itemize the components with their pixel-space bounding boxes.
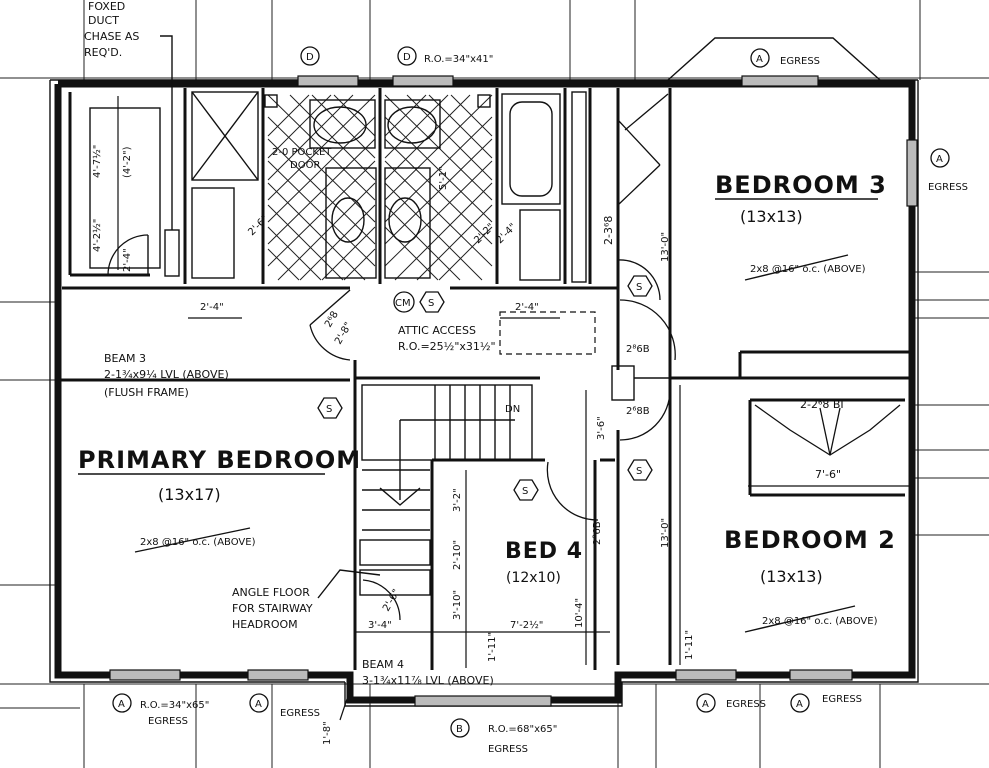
note-beam4-1: BEAM 4 (362, 658, 404, 671)
dim-3-4: 3'-4" (368, 620, 392, 631)
dim-10-4: 10'-4" (574, 598, 585, 628)
bedroom3-closet (571, 91, 669, 301)
dim-3-10: 3'-10" (452, 590, 463, 620)
room-name-bed2: BEDROOM 2 (724, 526, 896, 554)
window-ro-a: R.O.=34"x65" (140, 700, 209, 711)
door-label-2: 2⁸6B (626, 344, 650, 355)
dim-2-4a: 2'-4" (122, 248, 133, 272)
note-angle-2: FOR STAIRWAY (232, 602, 313, 615)
room-name-primary: PRIMARY BEDROOM (78, 446, 361, 474)
dim-2-4b: 2'-4" (200, 302, 224, 313)
note-angle-1: ANGLE FLOOR (232, 586, 310, 599)
closet-label-b3: 2-3⁶8 (602, 216, 615, 245)
chase-closet (89, 107, 180, 277)
dim-2-4c: 2'-4" (515, 302, 539, 313)
smoke-s1: S (326, 404, 332, 415)
window-tag-a-bm: A (255, 699, 262, 710)
note-chase-1: FOXED (88, 0, 125, 13)
joist-bed2: 2x8 @16" o.c. (ABOVE) (762, 616, 878, 627)
smoke-s2: S (428, 298, 434, 309)
dim-5-1: 5'-1" (438, 166, 449, 190)
note-beam3-2: 2-1¾x9¼ LVL (ABOVE) (104, 368, 229, 381)
dim-2-10: 2'-10" (452, 540, 463, 570)
window-tag-a-right: A (936, 154, 943, 165)
joist-bed3: 2x8 @16" o.c. (ABOVE) (750, 264, 866, 275)
note-attic-2: R.O.=25½"x31½" (398, 340, 496, 353)
room-size-bed2: (13x13) (760, 567, 823, 586)
room-size-bed4: (12x10) (506, 570, 561, 586)
door-label-1: 2⁶8 (323, 310, 341, 330)
dim-3-2: 3'-2" (452, 488, 463, 512)
note-beam3-1: BEAM 3 (104, 352, 146, 365)
window-tag-b: B (456, 724, 463, 735)
note-attic-1: ATTIC ACCESS (398, 324, 476, 337)
window-tag-d2: D (403, 52, 411, 63)
room-name-bed3: BEDROOM 3 (715, 171, 887, 199)
stairs (359, 384, 533, 596)
smoke-s5: S (636, 466, 642, 477)
bath-left (191, 91, 377, 281)
dim-4-7: 4'-7½" (91, 145, 103, 178)
room-size-bed3: (13x13) (740, 207, 803, 226)
egress-label-bl: EGRESS (148, 716, 188, 727)
dim-4-2: 4'-2½" (91, 219, 103, 252)
dim-1-8: 1'-8" (322, 721, 333, 745)
note-pocket-2: DOOR (290, 160, 320, 171)
note-chase-2: DUCT (88, 14, 119, 27)
window-ro-d: R.O.=34"x41" (424, 54, 493, 65)
attic-access (499, 311, 596, 355)
bedroom2-closet (754, 404, 901, 456)
dim-2-8: 2'-8" (333, 320, 354, 346)
closet-label-b2: 2-2⁶8 BI (800, 398, 844, 411)
bath-right (384, 93, 561, 281)
window-ro-b: R.O.=68"x65" (488, 724, 557, 735)
smoke-s3: S (522, 486, 528, 497)
dim-2-2: 2'-2" (472, 222, 497, 247)
note-angle-3: HEADROOM (232, 618, 298, 631)
note-beam4-2: 3-1¾x11⅞ LVL (ABOVE) (362, 674, 494, 687)
dim-1-11b: 1'-11" (684, 630, 695, 660)
egress-label-bm: EGRESS (280, 708, 320, 719)
egress-label-right: EGRESS (928, 182, 968, 193)
dimension-lines (117, 96, 910, 721)
egress-label-b: EGRESS (488, 744, 528, 755)
dim-13-0a: 13'-0" (660, 232, 671, 262)
dim-2-6: 2'-6" (246, 214, 271, 239)
dim-7-2: 7'-2½" (510, 619, 543, 631)
dim-3-6: 3'-6" (596, 416, 607, 440)
dim-4-7b: (4'-2") (122, 146, 133, 178)
door-label-4: 2⁸6B (592, 521, 603, 545)
window-tag-a-br2: A (796, 699, 803, 710)
window-tag-d1: D (306, 52, 314, 63)
door-label-3: 2⁶8B (626, 406, 650, 417)
dim-13-0b: 13'-0" (660, 518, 671, 548)
note-dn: DN (505, 404, 520, 415)
egress-label-br2: EGRESS (822, 694, 862, 705)
note-chase-3: CHASE AS (84, 30, 139, 43)
joist-primary: 2x8 @16" o.c. (ABOVE) (140, 537, 256, 548)
note-pocket-1: 2-0 POCKET (272, 147, 332, 158)
egress-label-top: EGRESS (780, 56, 820, 67)
smoke-detectors (317, 275, 653, 501)
note-chase-4: REQ'D. (84, 46, 122, 59)
dim-1-11a: 1'-11" (487, 632, 498, 662)
room-size-primary: (13x17) (158, 485, 221, 504)
window-tag-a-bl: A (118, 699, 125, 710)
dim-7-6: 7'-6" (815, 468, 841, 481)
room-name-bed4: BED 4 (505, 539, 583, 564)
note-beam3-3: (FLUSH FRAME) (104, 386, 189, 399)
doors (309, 289, 740, 621)
co-detector: CM (395, 298, 411, 309)
egress-label-br1: EGRESS (726, 699, 766, 710)
window-tags (112, 46, 950, 738)
windows (109, 37, 918, 707)
window-tag-a-top: A (756, 54, 763, 65)
window-tag-a-br1: A (702, 699, 709, 710)
smoke-s4: S (636, 282, 642, 293)
